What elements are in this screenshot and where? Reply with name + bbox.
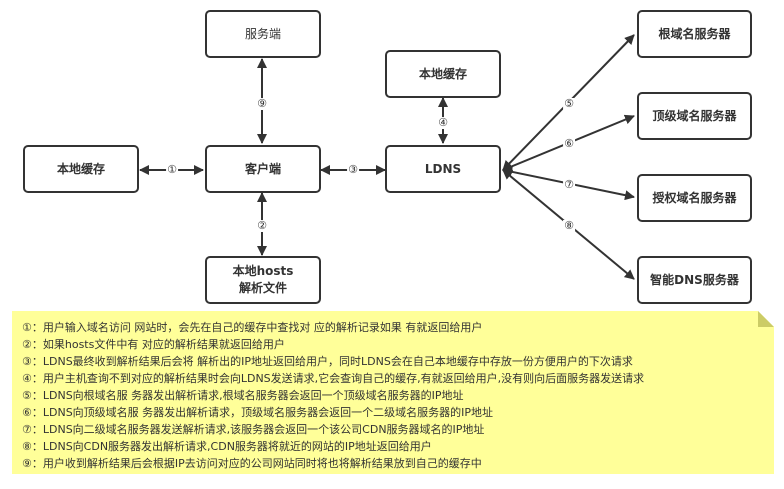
node-tld-dns[interactable]: 顶级域名服务器	[637, 92, 752, 140]
edge-label-7: ⑦	[563, 178, 575, 191]
edge-label-6: ⑥	[563, 137, 575, 150]
note-line-8: ⑧：LDNS向CDN服务器发出解析请求,CDN服务器将就近的网站的IP地址返回给…	[22, 440, 432, 453]
edge-label-9: ⑨	[256, 97, 268, 110]
node-client[interactable]: 客户端	[205, 145, 321, 193]
node-hosts-file-label-line1: 本地hosts	[232, 264, 294, 278]
note-line-7: ⑦：LDNS向二级域名服务器发送解析请求,该服务器会返回一个该公司CDN服务器域…	[22, 423, 485, 436]
node-smart-dns-label: 智能DNS服务器	[650, 272, 739, 287]
legend-note: ①：用户输入域名访问 网站时，会先在自己的缓存中查找对 应的解析记录如果 有就返…	[22, 319, 644, 472]
note-line-5: ⑤：LDNS向根域名服 务器发出解析请求,根域名服务器会返回一个顶级域名服务器的…	[22, 389, 464, 402]
node-hosts-file-label-line2: 解析文件	[238, 281, 287, 295]
edge-label-1: ①	[166, 163, 178, 176]
node-tld-dns-label: 顶级域名服务器	[652, 108, 737, 123]
edge-label-4: ④	[437, 116, 449, 129]
edge-label-3: ③	[347, 163, 359, 176]
node-hosts-file[interactable]: 本地hosts 解析文件	[205, 256, 321, 304]
note-line-2: ②：如果hosts文件中有 对应的解析结果就返回给用户	[22, 338, 285, 351]
note-line-3: ③：LDNS最终收到解析结果后会将 解析出的IP地址返回给用户，同时LDNS会在…	[22, 355, 633, 368]
note-fold	[758, 311, 774, 327]
edge-label-8: ⑧	[563, 219, 575, 232]
node-root-dns-label: 根域名服务器	[658, 26, 731, 41]
node-local-cache-top-label: 本地缓存	[418, 66, 467, 81]
note-line-1: ①：用户输入域名访问 网站时，会先在自己的缓存中查找对 应的解析记录如果 有就返…	[22, 321, 483, 334]
node-root-dns[interactable]: 根域名服务器	[637, 10, 752, 58]
node-auth-dns[interactable]: 授权域名服务器	[637, 174, 752, 222]
node-ldns-label: LDNS	[424, 161, 462, 176]
node-server-label: 服务端	[244, 26, 281, 41]
node-auth-dns-label: 授权域名服务器	[652, 190, 737, 205]
node-local-cache-left-label: 本地缓存	[56, 161, 105, 176]
node-server[interactable]: 服务端	[205, 10, 321, 58]
node-local-cache-top[interactable]: 本地缓存	[385, 50, 501, 98]
note-line-9: ⑨：用户收到解析结果后会根据IP去访问对应的公司网站同时将也将解析结果放到自己的…	[22, 457, 482, 470]
node-local-cache-left[interactable]: 本地缓存	[23, 145, 139, 193]
note-background	[12, 311, 774, 474]
edge-label-2: ②	[256, 219, 268, 232]
edge-label-5: ⑤	[563, 97, 575, 110]
node-smart-dns[interactable]: 智能DNS服务器	[637, 256, 752, 304]
node-client-label: 客户端	[244, 161, 281, 176]
note-line-4: ④：用户主机查询不到对应的解析结果时会向LDNS发送请求,它会查询自己的缓存,有…	[22, 372, 645, 385]
node-ldns[interactable]: LDNS	[385, 145, 501, 193]
note-line-6: ⑥：LDNS向顶级域名服 务器发出解析请求，顶级域名服务器会返回一个二级域名服务…	[22, 406, 494, 419]
